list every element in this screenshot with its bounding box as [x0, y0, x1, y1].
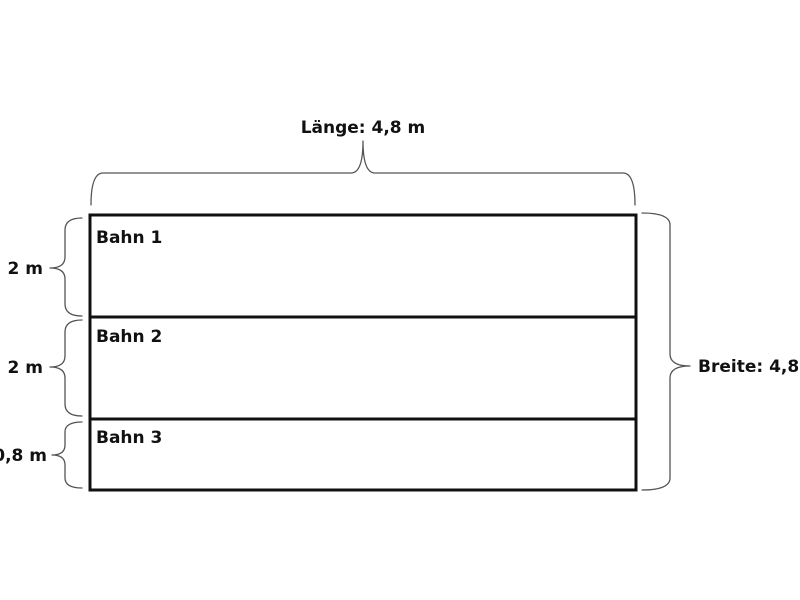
lane-3-label: Bahn 3 — [96, 428, 162, 448]
lane-1-label: Bahn 1 — [96, 228, 162, 248]
lane-2-width-brace — [49, 319, 83, 417]
length-label: Länge: 4,8 m — [301, 118, 426, 138]
length-brace — [90, 140, 636, 206]
width-brace — [641, 212, 691, 491]
lane-1-width-label: 2 m — [8, 259, 43, 279]
lane-3-strip — [88, 417, 638, 492]
lane-2-width-label: 2 m — [8, 358, 43, 378]
lane-1-width-brace — [49, 217, 83, 317]
lane-2-label: Bahn 2 — [96, 327, 162, 347]
lane-2-strip — [88, 315, 638, 421]
lane-1-strip — [88, 213, 638, 319]
width-label: Breite: 4,8 — [698, 357, 799, 377]
lane-3-width-label: 0,8 m — [0, 446, 47, 466]
lane-3-width-brace — [51, 421, 83, 489]
